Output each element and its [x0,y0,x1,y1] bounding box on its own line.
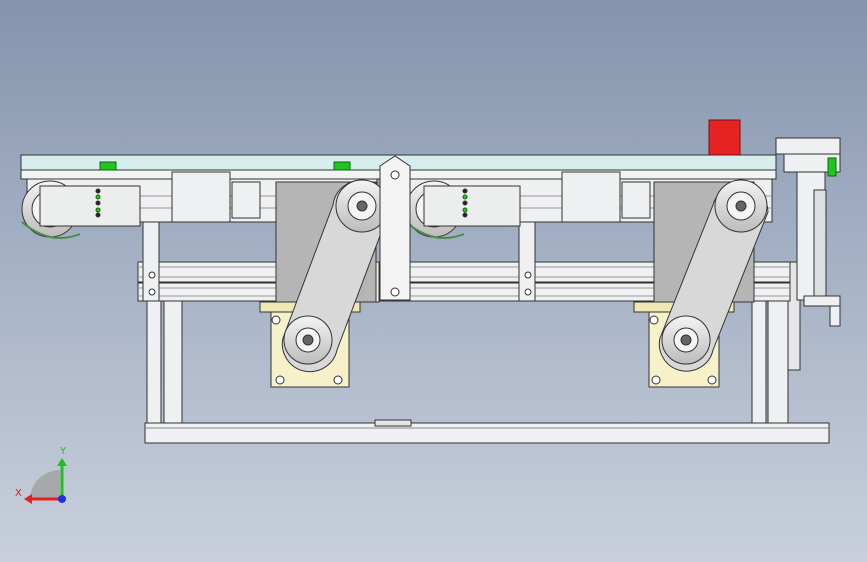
stop-cylinder[interactable] [708,119,741,156]
sensor-indicator-1 [99,161,117,171]
leg-left-2 [163,297,183,424]
leg-left-1 [146,297,162,424]
axis-triad: Y X [15,446,67,504]
base-rail [144,422,830,444]
clamp-bracket-1 [171,171,231,223]
clamp-bracket-2 [561,171,621,223]
sensor-indicator-2 [333,161,351,171]
axis-label-x: X [15,488,22,499]
axis-label-y: Y [59,446,67,457]
sensor-indicator-3 [827,157,837,177]
center-bracket [379,155,411,301]
